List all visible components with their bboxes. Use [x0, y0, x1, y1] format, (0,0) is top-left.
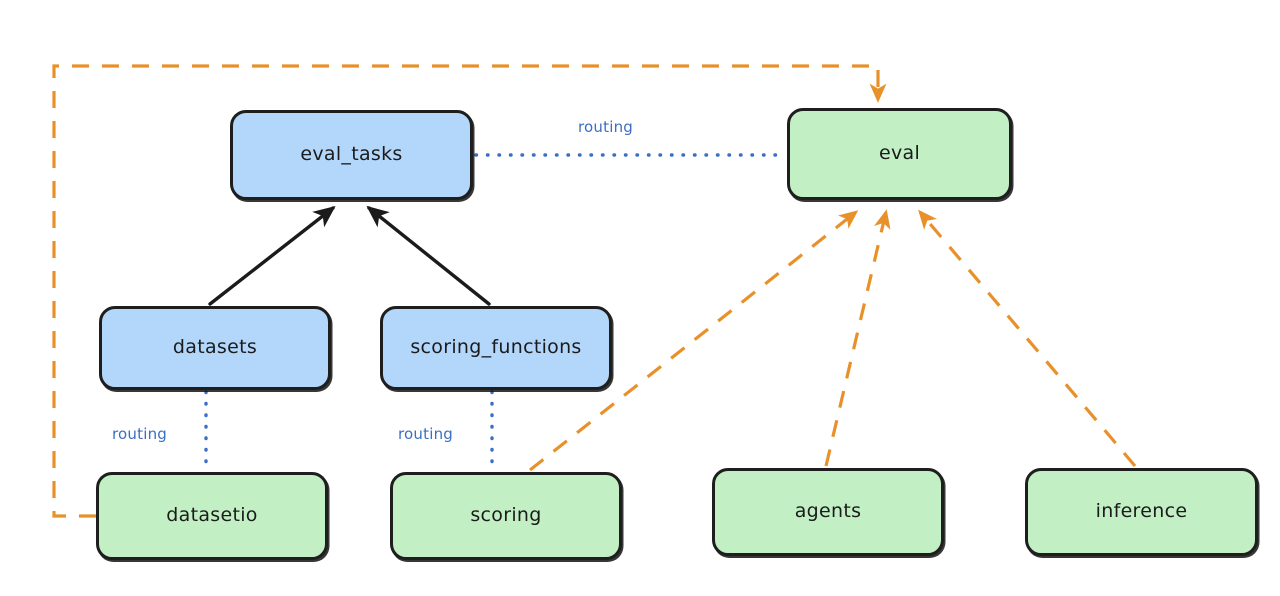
node-scoring-functions[interactable]: scoring_functions [380, 306, 612, 390]
node-label: scoring_functions [410, 336, 582, 359]
node-label: inference [1095, 500, 1188, 523]
node-datasetio[interactable]: datasetio [96, 472, 328, 560]
node-label: datasets [172, 336, 258, 359]
edge-label-routing-datasets-datasetio: routing [112, 425, 167, 443]
node-agents[interactable]: agents [712, 468, 944, 556]
node-label: eval_tasks [300, 143, 403, 166]
node-inference[interactable]: inference [1025, 468, 1258, 556]
edge-inference-to-eval [918, 209, 1137, 468]
edge-agents-to-eval [824, 209, 891, 467]
edge-label-routing-scoring-functions-scoring: routing [398, 425, 453, 443]
node-label: agents [794, 500, 862, 523]
edge-label-routing-eval-tasks-eval: routing [578, 118, 633, 136]
node-eval-tasks[interactable]: eval_tasks [230, 110, 473, 200]
node-label: scoring [470, 504, 542, 527]
node-datasets[interactable]: datasets [99, 306, 331, 390]
edge-scoring_functions-to-eval_tasks [366, 205, 491, 306]
edge-datasets-to-eval_tasks [208, 205, 336, 306]
node-eval[interactable]: eval [787, 108, 1012, 200]
node-label: eval [878, 142, 921, 165]
node-label: datasetio [166, 504, 258, 527]
node-scoring[interactable]: scoring [390, 472, 622, 560]
